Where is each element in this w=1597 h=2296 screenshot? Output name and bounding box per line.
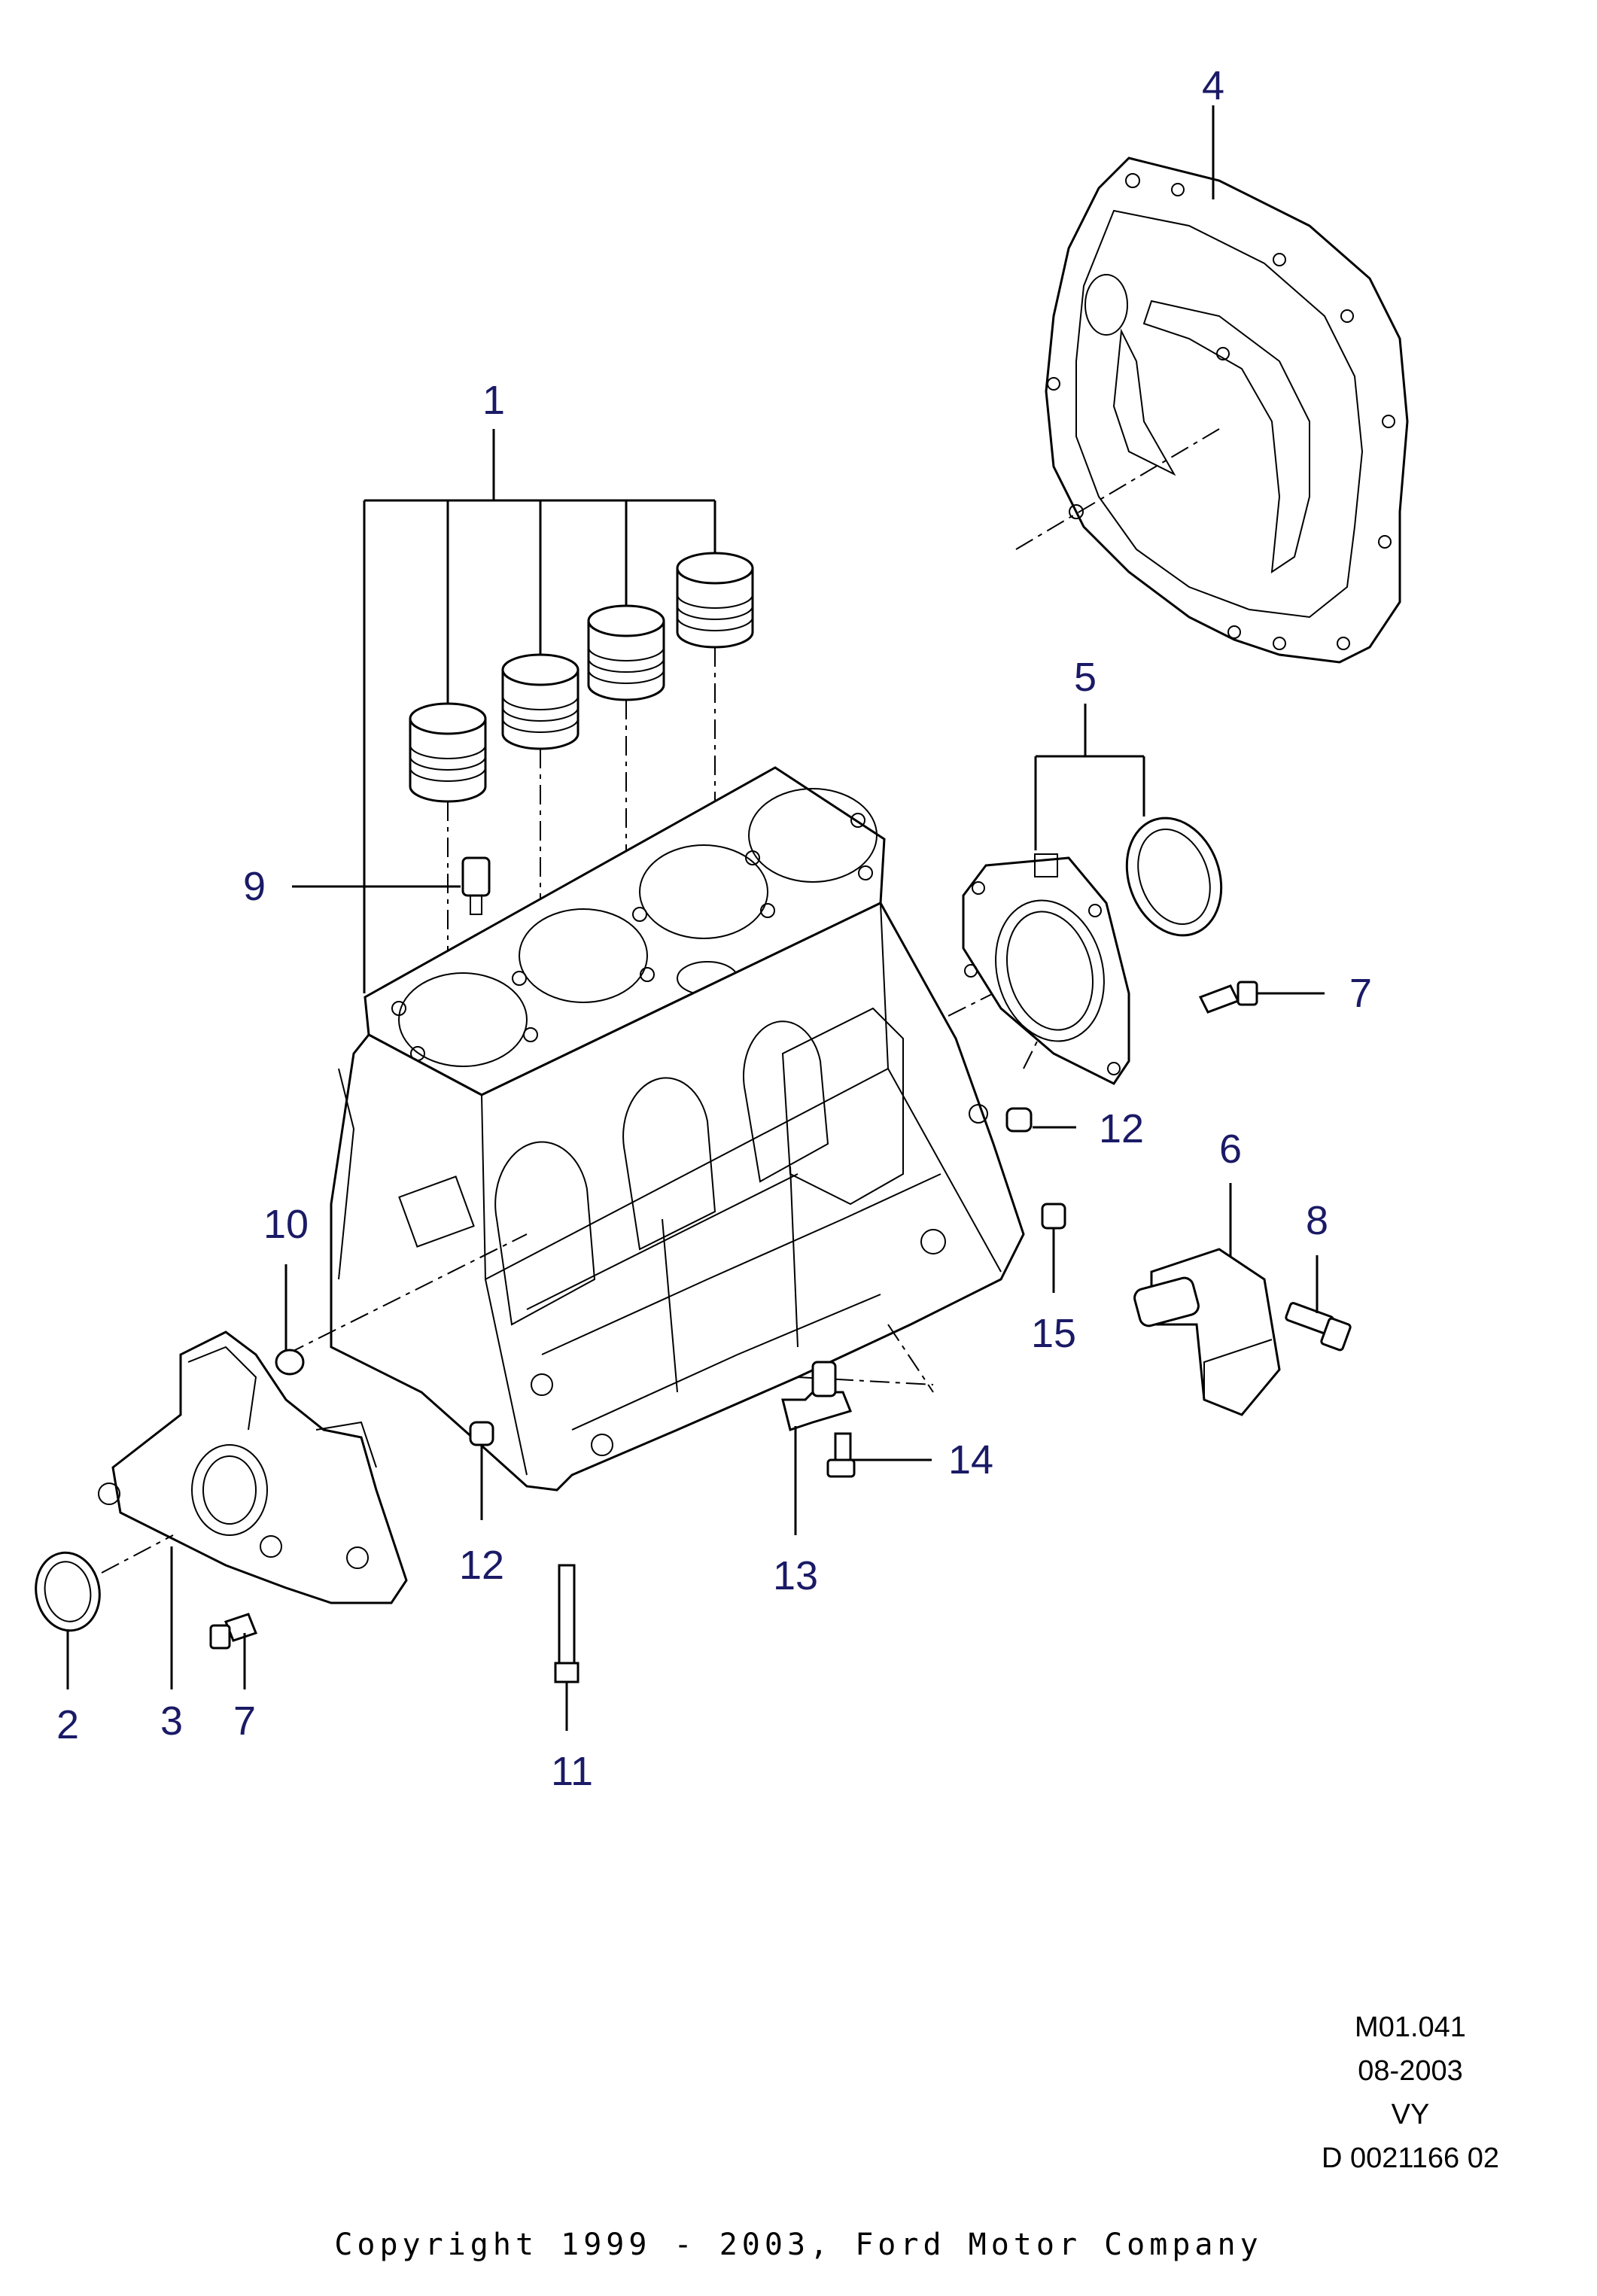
- piston-4: [676, 552, 754, 649]
- callout-14: 14: [948, 1437, 993, 1483]
- diagram-date: 08-2003: [1358, 2055, 1463, 2087]
- callout-5: 5: [1074, 655, 1097, 700]
- callout-7-right: 7: [1349, 971, 1372, 1016]
- rear-seal-carrier: [962, 853, 1130, 1085]
- diagram-code: VY: [1391, 2099, 1430, 2130]
- callout-13: 13: [773, 1553, 818, 1598]
- callout-6: 6: [1219, 1127, 1242, 1172]
- piston-1: [409, 702, 487, 803]
- callout-12-left: 12: [459, 1543, 504, 1588]
- pistons: [409, 552, 754, 971]
- callout-9: 9: [243, 864, 266, 909]
- copyright-notice: Copyright 1999 - 2003, Ford Motor Compan…: [334, 2228, 1263, 2262]
- diagram-metadata: M01.041 08-2003 VY D 0021166 02: [1260, 2006, 1561, 2180]
- front-crank-seal: [35, 1534, 174, 1632]
- piston-2: [501, 653, 579, 750]
- oil-pump: [98, 1330, 408, 1604]
- diagram-ref: M01.041: [1355, 2012, 1466, 2043]
- callout-10: 10: [263, 1202, 309, 1247]
- fittings: [209, 856, 1352, 1683]
- rear-plate: [1015, 157, 1409, 664]
- callout-1: 1: [482, 378, 505, 423]
- callout-11: 11: [551, 1749, 593, 1794]
- callout-15: 15: [1031, 1311, 1076, 1356]
- callout-7-left: 7: [233, 1698, 256, 1744]
- piston-3: [587, 604, 665, 701]
- leader-lines: [66, 105, 1325, 1731]
- callout-3: 3: [160, 1698, 183, 1744]
- callout-2: 2: [56, 1702, 79, 1747]
- rear-crank-seal: [1125, 817, 1223, 937]
- callout-4: 4: [1202, 63, 1224, 108]
- diagram-doc-id: D 0021166 02: [1322, 2142, 1499, 2174]
- engine-block: [285, 766, 1054, 1492]
- callout-8: 8: [1306, 1198, 1328, 1243]
- callout-12-right: 12: [1099, 1106, 1144, 1151]
